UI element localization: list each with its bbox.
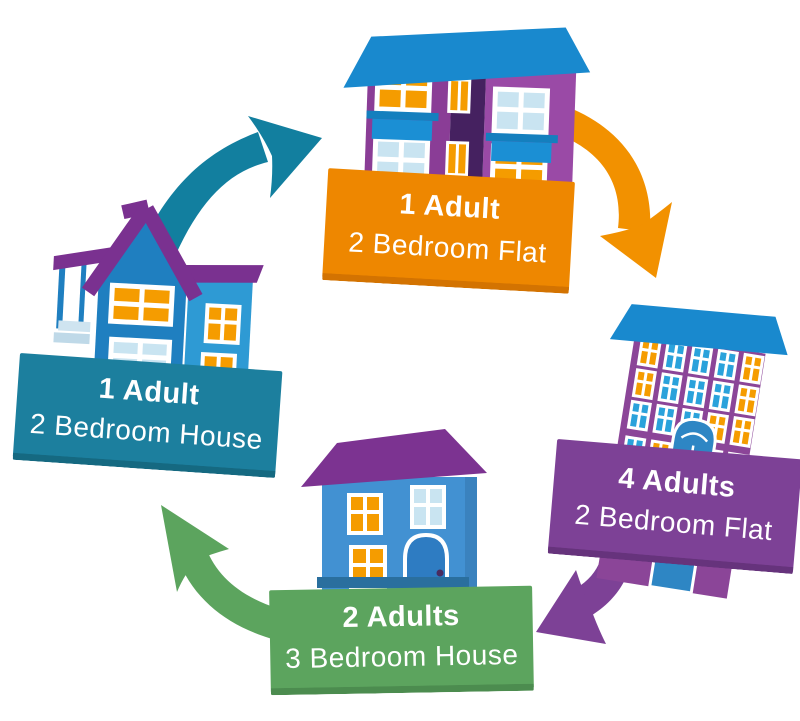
main-gable xyxy=(81,199,203,394)
sign-1-adult-2-bedroom-house: 1 Adult 2 Bedroom House xyxy=(12,352,283,479)
sign-2-adults-3-bedroom-house: 2 Adults 3 Bedroom House xyxy=(269,585,534,696)
stairwell-windows xyxy=(444,77,472,177)
sign-line2: 2 Bedroom Flat xyxy=(347,226,548,269)
tall-flat-roof xyxy=(609,304,788,356)
sign-line1: 4 Adults xyxy=(617,461,737,504)
building-3bed-house-illustration xyxy=(293,413,498,603)
sign-1-adult-2-bedroom-flat: 1 Adult 2 Bedroom Flat xyxy=(322,168,575,294)
sign-line2: 3 Bedroom House xyxy=(284,639,519,675)
building-2bed-house-illustration xyxy=(43,192,288,399)
sign-4-adults-2-bedroom-flat: 4 Adults 2 Bedroom Flat xyxy=(547,438,800,575)
sign-line1: 1 Adult xyxy=(97,372,201,412)
sign-line2: 2 Bedroom House xyxy=(28,407,264,456)
sign-line1: 2 Adults xyxy=(342,599,461,634)
flat-roof xyxy=(343,27,591,88)
sign-line2: 2 Bedroom Flat xyxy=(573,498,774,547)
porch xyxy=(53,247,113,345)
sign-line1: 1 Adult xyxy=(398,188,501,227)
house-base xyxy=(317,577,469,588)
house-roof xyxy=(301,429,487,487)
arrow-left-to-top xyxy=(138,116,322,268)
house-side-shade xyxy=(465,477,477,597)
